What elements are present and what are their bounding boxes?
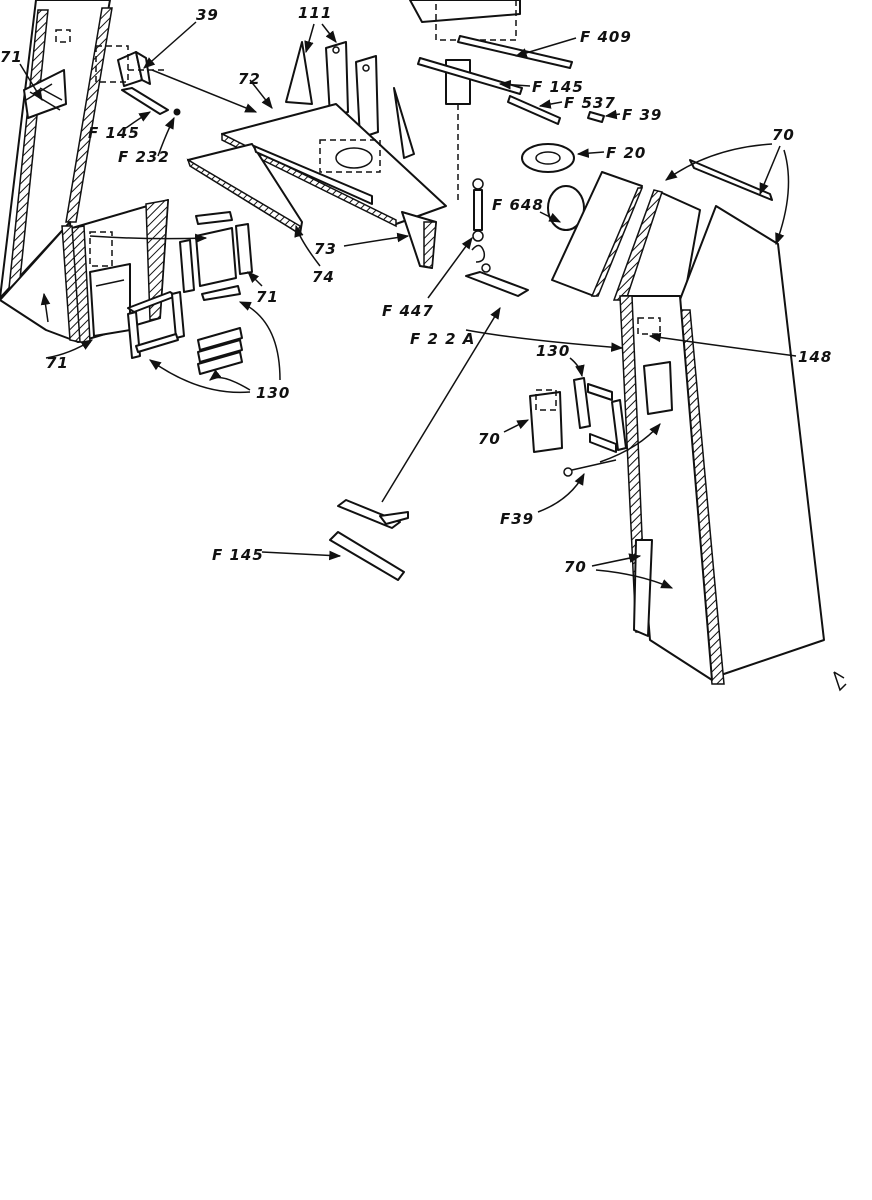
bottom-rods-f145 bbox=[329, 499, 409, 581]
corner-mark bbox=[833, 671, 847, 692]
label-130-right: 130 bbox=[536, 342, 570, 360]
beam-74 bbox=[186, 143, 373, 236]
label-111: 111 bbox=[298, 4, 332, 22]
label-f537: F 537 bbox=[564, 94, 616, 112]
left-upper-panel bbox=[0, 0, 113, 299]
label-f648: F 648 bbox=[492, 196, 544, 214]
leader-lines bbox=[19, 21, 797, 589]
label-f145-left: F 145 bbox=[88, 124, 140, 142]
label-73: 73 bbox=[314, 240, 337, 258]
label-f39-bottom: F39 bbox=[500, 510, 534, 528]
label-f409: F 409 bbox=[580, 28, 632, 46]
plate-f648 bbox=[551, 171, 644, 297]
right-panel-70 bbox=[612, 159, 825, 685]
label-f232: F 232 bbox=[118, 148, 170, 166]
beam-73 bbox=[401, 211, 437, 269]
label-70-bottom: 70 bbox=[564, 558, 587, 576]
label-f39-top: F 39 bbox=[622, 106, 662, 124]
label-72: 72 bbox=[238, 70, 261, 88]
label-f22a: F 2 2 A bbox=[410, 330, 475, 348]
label-70-top: 70 bbox=[772, 126, 795, 144]
frame-130-right bbox=[529, 377, 627, 477]
label-71-top: 71 bbox=[0, 48, 23, 66]
label-71-bottom: 71 bbox=[46, 354, 69, 372]
part-labels: 71 39 111 F 409 F 145 F 537 F 39 72 F 14… bbox=[0, 4, 832, 576]
label-70-mid: 70 bbox=[478, 430, 501, 448]
label-f20: F 20 bbox=[606, 144, 646, 162]
label-f145-mid: F 145 bbox=[532, 78, 584, 96]
label-f447: F 447 bbox=[382, 302, 434, 320]
block-39 bbox=[95, 45, 181, 116]
label-130-left: 130 bbox=[256, 384, 290, 402]
label-71-mid: 71 bbox=[256, 288, 279, 306]
label-74: 74 bbox=[312, 268, 335, 286]
hook-assembly bbox=[465, 178, 529, 297]
label-39-top: 39 bbox=[196, 6, 219, 24]
label-f145-bottom: F 145 bbox=[212, 546, 264, 564]
label-148: 148 bbox=[798, 348, 832, 366]
